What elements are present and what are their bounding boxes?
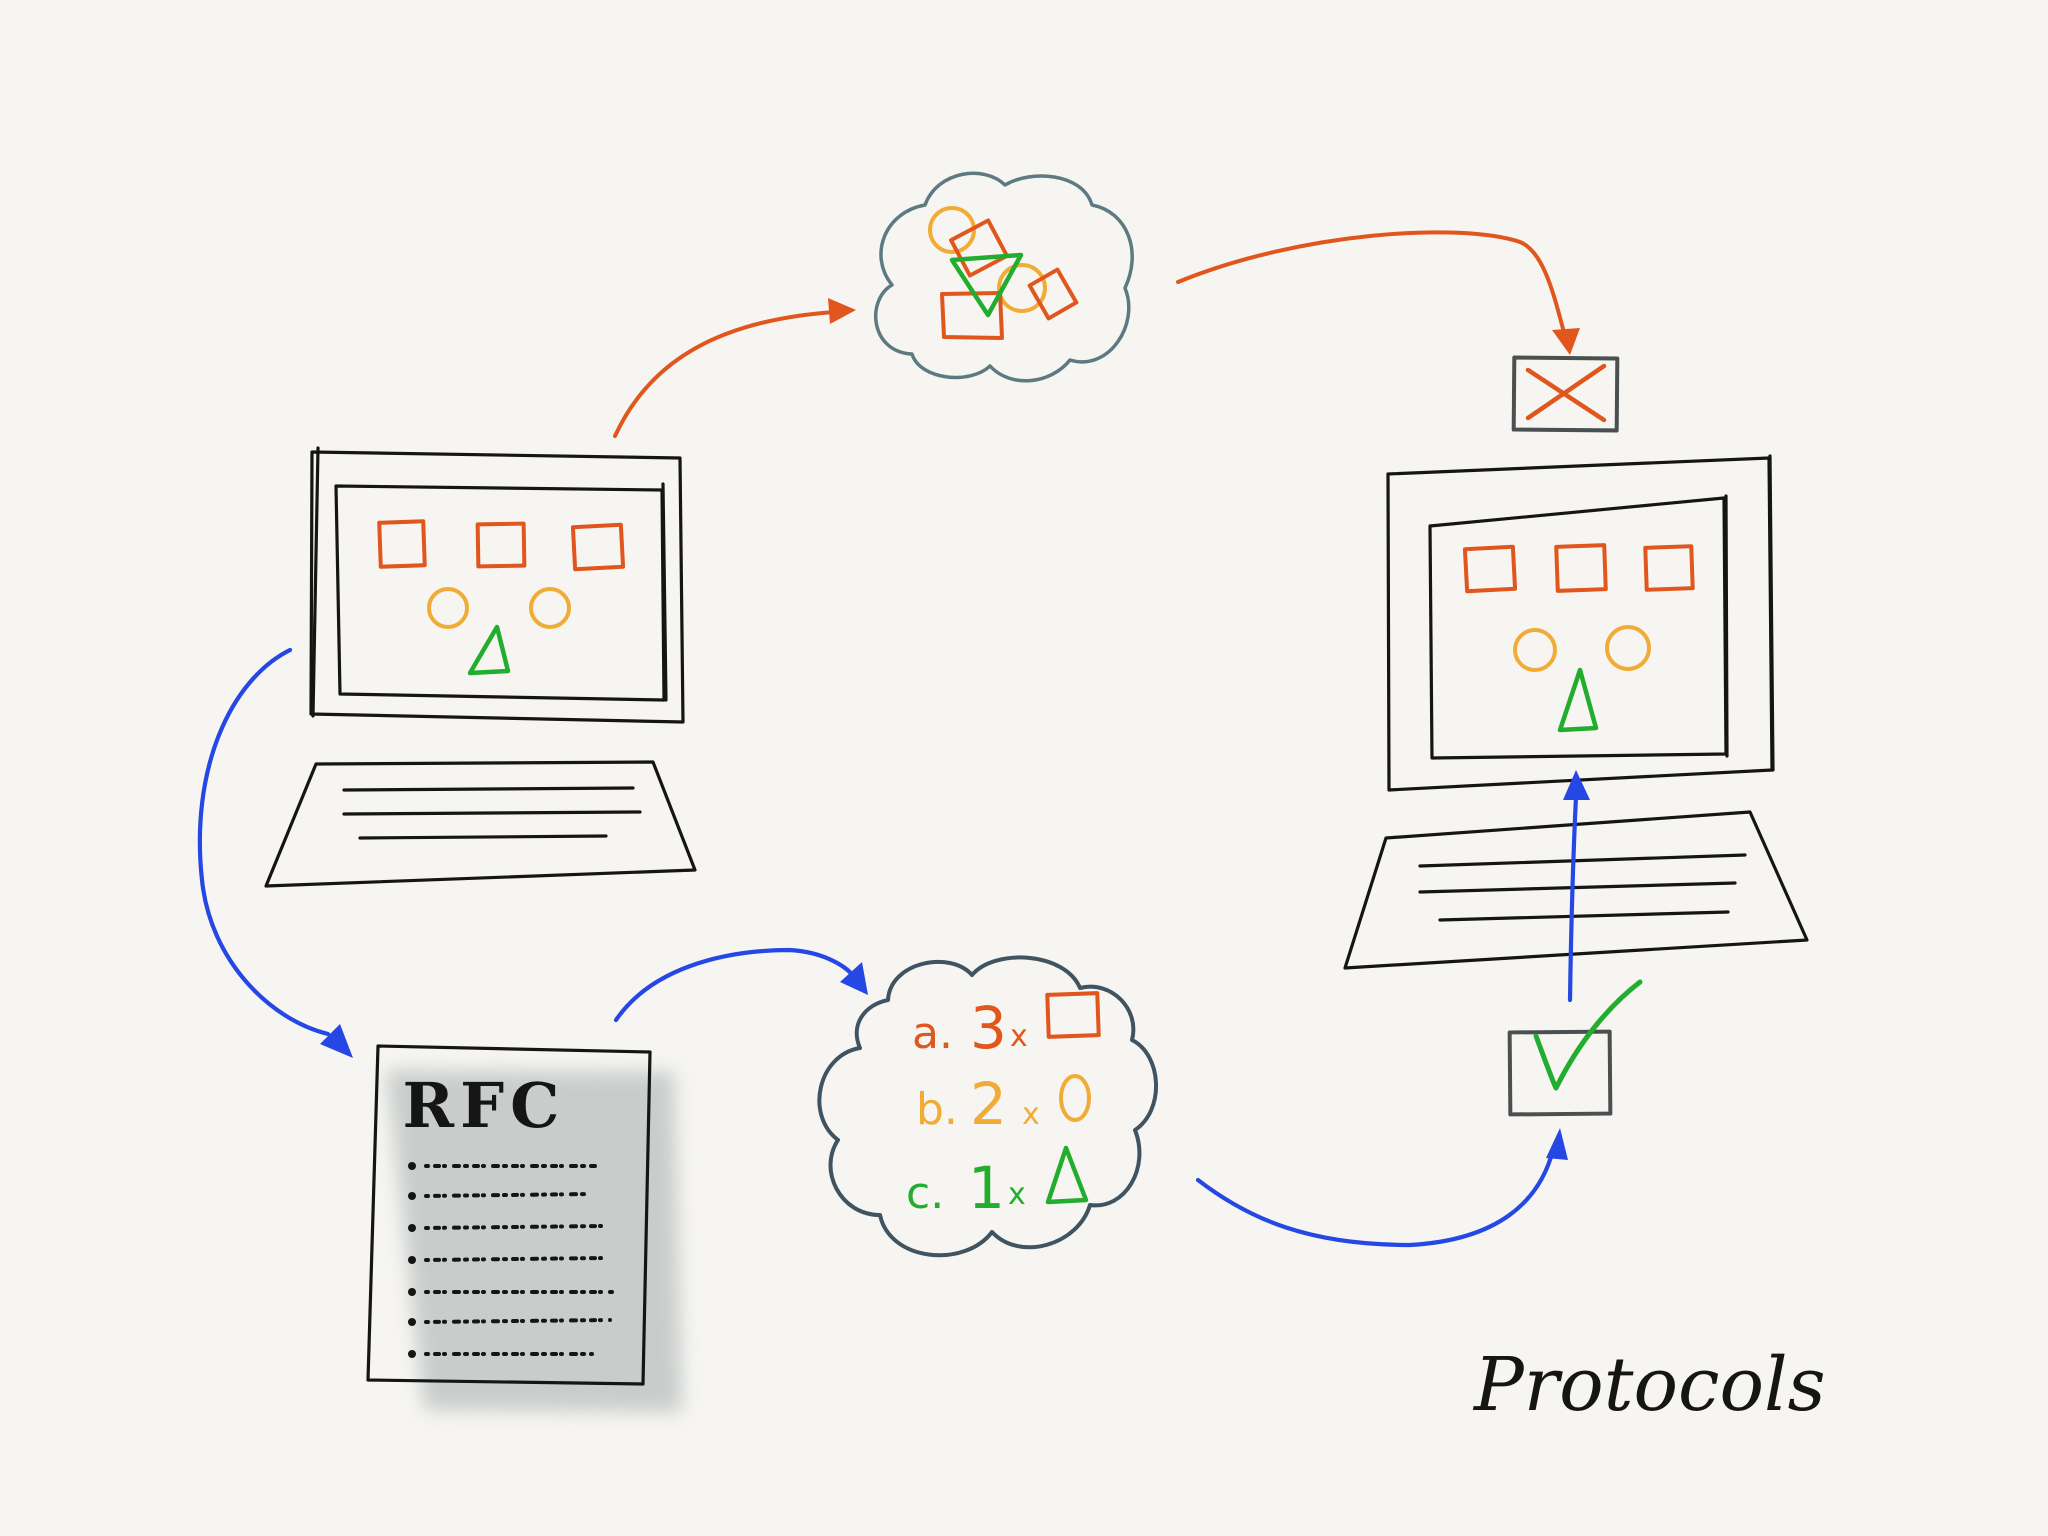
circle-shape-icon [1059,1074,1091,1122]
svg-text:3: 3 [970,994,1007,1062]
reject-box-icon [1511,355,1620,433]
svg-text:b.: b. [916,1084,958,1135]
arrow-computer-to-scrambled-cloud [613,298,856,438]
rfc-body-lines [424,1164,614,1356]
rfc-heading: RFC [403,1069,566,1142]
arrow-message-cloud-to-checkbox [1195,1128,1568,1248]
sender-computer-icon [264,446,697,888]
arrow-scrambled-cloud-to-reject [1176,230,1580,355]
svg-text:2: 2 [970,1070,1007,1138]
scrambled-cloud-icon [873,171,1134,383]
accept-checkbox-icon [1507,979,1643,1117]
rfc-bullets [408,1162,416,1358]
message-cloud: a. 3 x b. 2 x c. 1 x [817,955,1158,1258]
triangle-shape-icon [1045,1145,1089,1205]
square-shape-icon [1045,991,1101,1039]
svg-text:a.: a. [912,1008,953,1059]
arrow-computer-to-rfc [197,647,353,1058]
svg-text:x: x [1010,1019,1028,1054]
svg-text:x: x [1022,1097,1040,1132]
arrow-checkbox-to-computer [1563,770,1590,1003]
svg-text:x: x [1008,1177,1026,1212]
message-item-c: c. 1 x [906,1145,1089,1222]
svg-text:c.: c. [906,1168,944,1219]
arrow-rfc-to-message-cloud [613,947,868,1023]
page-title: Protocols [1472,1342,1826,1428]
receiver-computer-icon [1343,454,1809,970]
message-item-b: b. 2 x [916,1070,1091,1138]
svg-text:1: 1 [968,1154,1005,1222]
rfc-document-icon: RFC [366,1044,682,1412]
message-item-a: a. 3 x [912,991,1101,1062]
